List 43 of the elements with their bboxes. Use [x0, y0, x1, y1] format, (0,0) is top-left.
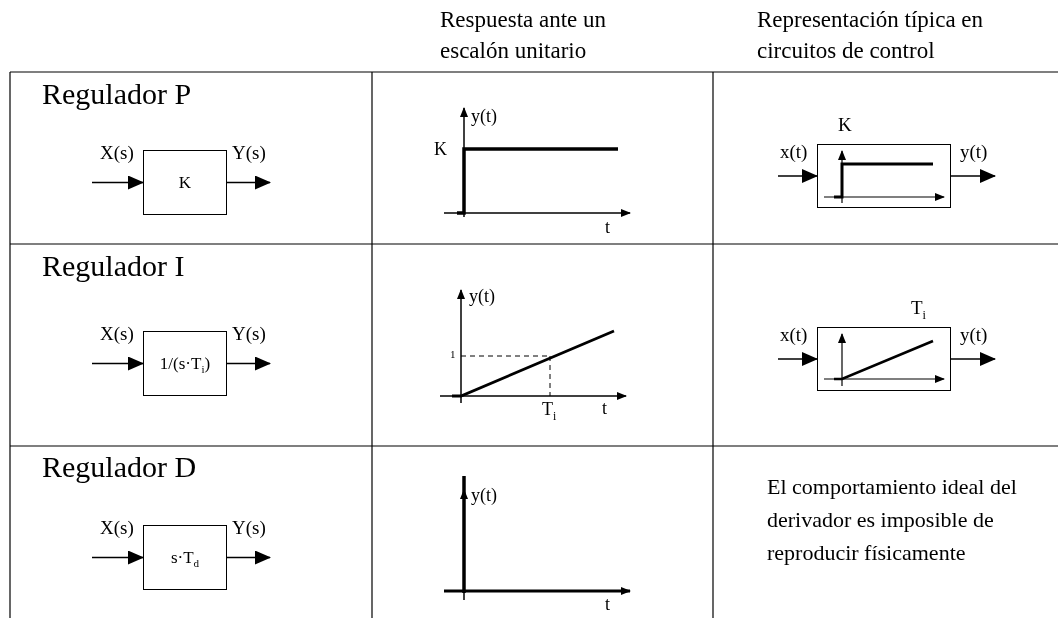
block-text: 1/(s·T$_{i}$)	[158, 354, 212, 376]
transfer-function-block	[143, 525, 227, 590]
signal-label: Y(s)	[232, 324, 266, 345]
row-title: Regulador D	[42, 449, 197, 485]
arrow	[91, 550, 144, 565]
signal-label: y(t)	[960, 325, 988, 346]
parameter-label: T$_{i}$	[911, 298, 927, 323]
arrow	[226, 550, 271, 565]
value-label: T$_{i}$	[542, 398, 557, 425]
axis-label: y(t)	[469, 285, 495, 308]
transfer-function-block	[143, 150, 227, 215]
signal-label: X(s)	[100, 518, 134, 539]
axis-label: y(t)	[471, 484, 497, 507]
column-header: Respuesta ante un escalón unitario	[440, 6, 608, 66]
block-text: s·T$_{d}$	[169, 548, 201, 570]
arrow	[950, 169, 996, 183]
column-header: Representación típica en circuitos de control	[757, 6, 985, 66]
arrow	[91, 175, 144, 190]
parameter-label: K	[838, 115, 852, 136]
signal-label: Y(s)	[232, 143, 266, 164]
value-label: 1	[450, 347, 456, 362]
axis-label: t	[602, 397, 607, 420]
axis-label: y(t)	[471, 105, 497, 128]
row-title: Regulador P	[42, 76, 192, 112]
axis-label: t	[605, 216, 610, 239]
signal-label: x(t)	[780, 142, 808, 163]
arrow	[226, 356, 271, 371]
axis-label: t	[605, 593, 610, 616]
arrow	[777, 352, 818, 366]
row-title: Regulador I	[42, 248, 185, 284]
arrow	[226, 175, 271, 190]
value-label: K	[434, 138, 447, 161]
arrow	[777, 169, 818, 183]
arrow	[91, 356, 144, 371]
block-text: K	[177, 173, 193, 193]
signal-label: x(t)	[780, 325, 808, 346]
signal-label: Y(s)	[232, 518, 266, 539]
signal-label: X(s)	[100, 143, 134, 164]
transfer-function-block	[143, 331, 227, 396]
signal-label: X(s)	[100, 324, 134, 345]
arrow	[950, 352, 996, 366]
signal-label: y(t)	[960, 142, 988, 163]
note-text: El comportamiento ideal del derivador es imposible de reproducir físicamente	[767, 473, 1018, 567]
